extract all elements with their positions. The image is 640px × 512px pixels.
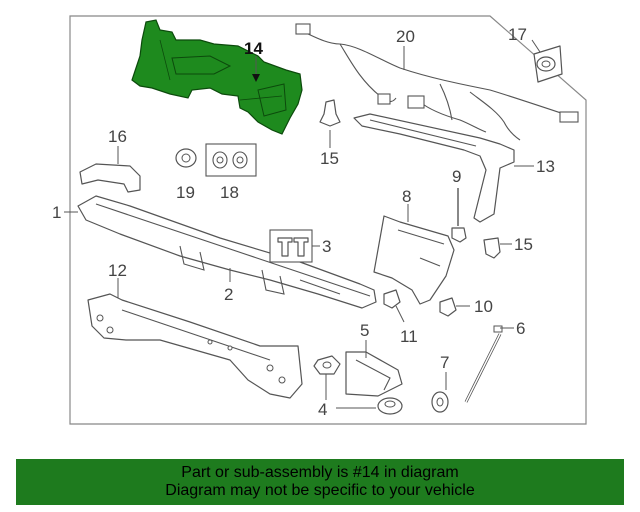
callout-10: 10 — [474, 297, 493, 316]
part-15-clip-top[interactable] — [319, 99, 341, 127]
part-4-nut-right[interactable] — [377, 397, 403, 415]
callout-12: 12 — [108, 261, 127, 280]
lead-11 — [395, 305, 405, 323]
info-banner: Part or sub-assembly is #14 in diagram D… — [16, 459, 624, 505]
part-18-bushing-kit[interactable] — [205, 143, 257, 177]
callout-16: 16 — [108, 127, 127, 146]
part-19-bushing[interactable] — [175, 148, 197, 168]
part-11-clip[interactable] — [383, 289, 401, 309]
lead-17 — [531, 39, 541, 53]
callout-7: 7 — [440, 353, 449, 372]
part-8-bracket[interactable] — [373, 215, 455, 305]
part-10-clip[interactable] — [439, 297, 457, 317]
part-3-bolts[interactable] — [269, 229, 313, 263]
callout-9: 9 — [452, 167, 461, 186]
callout-2: 2 — [224, 285, 233, 304]
banner-line-1: Part or sub-assembly is #14 in diagram — [181, 464, 459, 481]
part-13-deflector[interactable] — [353, 113, 515, 223]
callout-11: 11 — [400, 327, 418, 346]
callout-3: 3 — [322, 237, 331, 256]
diagram-frame — [69, 15, 587, 425]
part-17-plug[interactable] — [533, 45, 563, 83]
callout-6: 6 — [516, 319, 525, 338]
part-14-highlighted[interactable] — [131, 19, 303, 135]
arrow-14 — [252, 74, 260, 82]
part-7-grommet[interactable] — [431, 391, 449, 413]
callout-4: 4 — [318, 400, 327, 419]
part-20-harness[interactable] — [295, 23, 579, 141]
callout-15-top: 15 — [320, 149, 339, 168]
parts-diagram: 1 2 3 4 5 6 7 8 9 10 11 12 13 14 15 15 1… — [52, 15, 587, 425]
callout-18: 18 — [220, 183, 239, 202]
callout-14: 14 — [244, 39, 263, 58]
part-16-bracket[interactable] — [79, 163, 141, 193]
callout-20: 20 — [396, 27, 415, 46]
callout-13: 13 — [536, 157, 555, 176]
callout-15-right: 15 — [514, 235, 533, 254]
banner-line-2: Diagram may not be specific to your vehi… — [165, 482, 475, 499]
callout-8: 8 — [402, 187, 411, 206]
part-9-stud[interactable] — [451, 188, 467, 243]
callout-1: 1 — [52, 203, 61, 222]
part-2-bumper-beam[interactable] — [77, 195, 377, 309]
part-12-frame[interactable] — [87, 293, 303, 399]
part-6-rod[interactable] — [464, 325, 503, 403]
part-15-clip-right[interactable] — [483, 237, 501, 259]
callout-5: 5 — [360, 321, 369, 340]
part-4-nut-left[interactable] — [313, 355, 341, 375]
callout-17: 17 — [508, 25, 527, 44]
callout-19: 19 — [176, 183, 195, 202]
